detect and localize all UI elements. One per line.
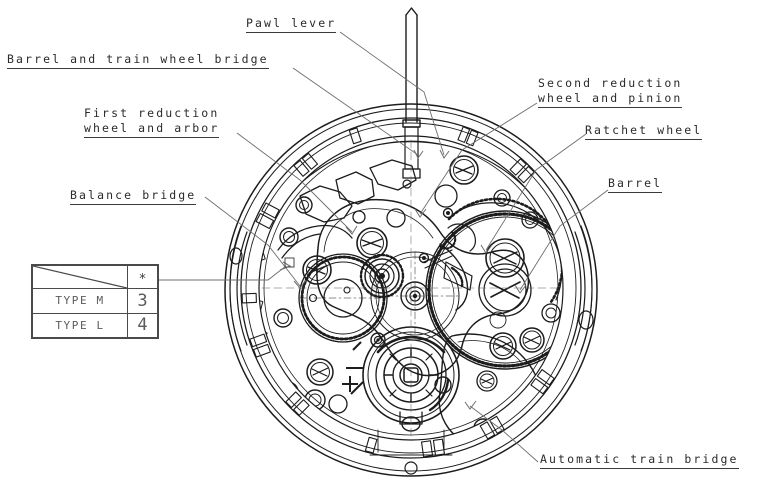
winding-stem-group — [402, 7, 421, 179]
type-table-row-value: 4 — [127, 312, 158, 338]
leader-pawl-lever — [339, 31, 445, 156]
balance-wheel-assembly — [362, 326, 460, 432]
type-table-row-name: TYPE L — [32, 312, 128, 338]
ratchet-wheel — [425, 210, 563, 370]
callout-barrel-train-bridge: Barrel and train wheel bridge — [7, 52, 269, 69]
barrel-gear — [447, 197, 563, 304]
leader-automatic-train — [469, 405, 539, 463]
callout-line: Barrel — [608, 176, 663, 193]
leader-arrowheads — [293, 149, 527, 410]
callout-line: Balance bridge — [70, 188, 197, 205]
type-table-row-value: 3 — [127, 288, 158, 314]
leader-balance-bridge — [204, 196, 301, 287]
leader-second-reduction — [419, 102, 538, 215]
callout-ratchet-wheel: Ratchet wheel — [585, 123, 703, 140]
type-table: * TYPE M 3 TYPE L 4 — [31, 264, 159, 339]
second-reduction-wheel — [359, 253, 405, 299]
callout-second-reduction: Second reduction wheel and pinion — [538, 76, 683, 108]
rim-notches — [241, 126, 555, 458]
callout-line: Barrel and train wheel bridge — [7, 52, 269, 69]
click-spring — [438, 223, 477, 252]
callout-line: Second reduction — [538, 76, 683, 90]
callout-barrel: Barrel — [608, 176, 663, 193]
callout-line: wheel and pinion — [538, 91, 683, 108]
callout-line: Automatic train bridge — [540, 452, 739, 469]
callout-first-reduction: First reduction wheel and arbor — [84, 106, 220, 138]
leader-ratchet-wheel — [485, 133, 587, 251]
callout-automatic-train-bridge: Automatic train bridge — [540, 452, 739, 469]
callout-pawl-lever: Pawl lever — [246, 16, 337, 33]
callout-balance-bridge: Balance bridge — [70, 188, 197, 205]
regulator-index-marks — [342, 341, 364, 395]
diagonal-slash-icon — [33, 266, 127, 288]
type-table-marker — [284, 257, 295, 268]
callout-line: wheel and arbor — [84, 121, 220, 138]
table-row: TYPE L 4 — [32, 312, 158, 338]
leader-first-reduction — [236, 132, 353, 233]
leader-barrel — [519, 189, 609, 291]
asterisk-icon: * — [138, 271, 147, 287]
case-lugs — [229, 225, 594, 352]
callout-line: Pawl lever — [246, 16, 337, 33]
leader-lines — [159, 31, 609, 463]
type-table-corner-cell — [32, 264, 128, 290]
table-row: TYPE M 3 — [32, 288, 158, 314]
type-table-header-mark-cell: * — [127, 264, 158, 290]
type-table-row-name: TYPE M — [32, 288, 128, 314]
pawl-lever — [423, 243, 473, 311]
callout-line: First reduction — [84, 106, 220, 120]
leader-type-table — [159, 265, 287, 281]
leader-barrel-train-bridge — [292, 67, 419, 156]
callout-line: Ratchet wheel — [585, 123, 703, 140]
keyless-works — [277, 159, 417, 259]
